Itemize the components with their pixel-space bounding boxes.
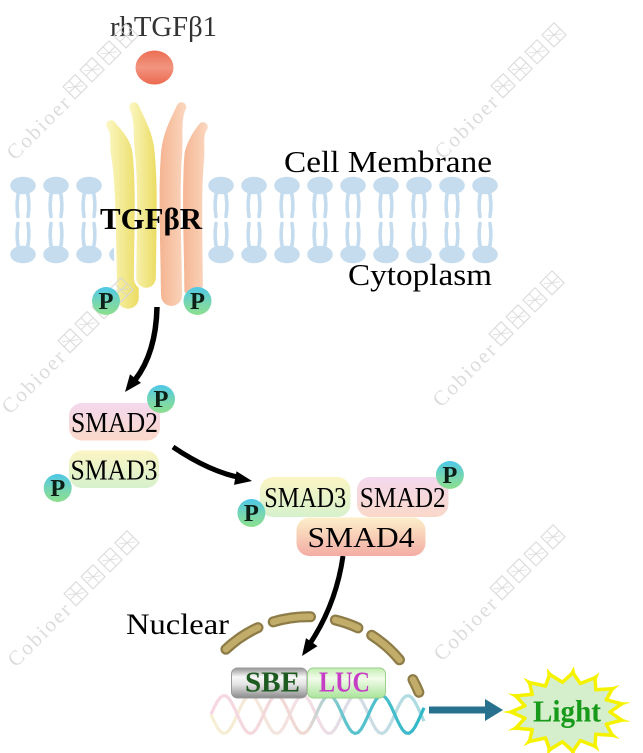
svg-text:SMAD2: SMAD2: [360, 482, 446, 514]
svg-text:LUC: LUC: [319, 667, 370, 699]
svg-text:SMAD4: SMAD4: [308, 522, 416, 554]
svg-text:SMAD2: SMAD2: [71, 407, 158, 439]
svg-text:SMAD3: SMAD3: [71, 454, 158, 486]
svg-text:rhTGFβ1: rhTGFβ1: [110, 11, 217, 43]
svg-text:SMAD3: SMAD3: [264, 482, 346, 514]
svg-text:Light: Light: [533, 694, 602, 729]
svg-text:Nuclear: Nuclear: [126, 608, 229, 641]
svg-text:SBE: SBE: [245, 667, 300, 699]
svg-text:Cytoplasm: Cytoplasm: [348, 257, 492, 292]
svg-text:TGFβR: TGFβR: [100, 201, 203, 236]
